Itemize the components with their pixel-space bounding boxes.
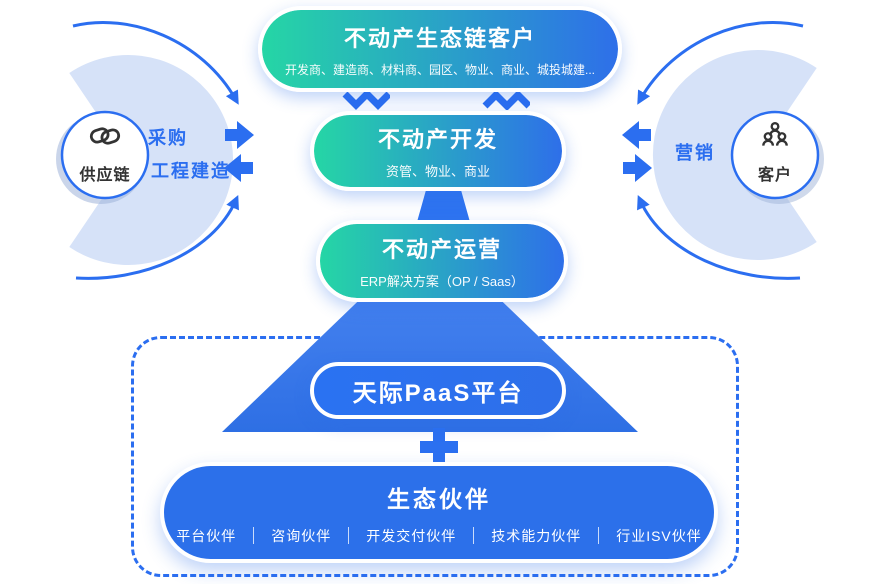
partner-item: 行业ISV伙伴	[616, 527, 702, 544]
paas-platform-title: 天际PaaS平台	[352, 380, 524, 407]
chevron-up-icon	[482, 90, 530, 110]
separator	[348, 527, 350, 544]
arrow-right-icon	[225, 121, 254, 149]
customer-circle	[730, 110, 820, 200]
curved-arrow-bottom-left	[75, 194, 239, 280]
partners-title: 生态伙伴	[387, 485, 491, 512]
arrow-right-icon	[623, 154, 652, 182]
marketing-label: 营销	[675, 143, 715, 163]
supply-chain-pac-shape	[69, 55, 234, 266]
curved-arrow-top-right	[637, 21, 804, 105]
chain-link-icon	[89, 127, 121, 145]
supply-chain-label: 供应链	[79, 167, 131, 184]
partners-box: 生态伙伴 平台伙伴 咨询伙伴 开发交付伙伴 技术能力伙伴 行业ISV伙伴	[160, 462, 718, 563]
trapezoid-connector	[417, 190, 470, 222]
arrow-left-icon	[224, 154, 253, 182]
operations-subtitle: ERP解决方案（OP / Saas）	[360, 274, 524, 289]
curved-arrow-bottom-right	[637, 194, 801, 280]
partners-row: 平台伙伴 咨询伙伴 开发交付伙伴 技术能力伙伴 行业ISV伙伴	[176, 526, 702, 546]
customer-group	[622, 21, 824, 280]
ecosystem-customers-subtitle: 开发商、建造商、材料商、园区、物业、商业、城投城建...	[284, 62, 595, 77]
separator	[473, 527, 475, 544]
construction-label: 工程建造	[151, 161, 231, 181]
supply-chain-group	[56, 21, 254, 280]
supply-chain-circle	[60, 110, 150, 200]
people-group-icon	[762, 121, 788, 146]
ecosystem-customers-pill: 不动产生态链客户 开发商、建造商、材料商、园区、物业、商业、城投城建...	[258, 6, 622, 92]
operations-title: 不动产运营	[381, 237, 502, 262]
partner-item: 技术能力伙伴	[491, 527, 582, 544]
customer-label: 客户	[757, 167, 792, 184]
development-subtitle: 资管、物业、商业	[385, 164, 490, 179]
partner-item: 平台伙伴	[176, 527, 237, 544]
partner-item: 咨询伙伴	[271, 527, 332, 544]
partner-item: 开发交付伙伴	[366, 527, 457, 544]
separator	[253, 527, 255, 544]
arrow-left-icon	[622, 121, 651, 149]
development-pill: 不动产开发 资管、物业、商业	[310, 111, 566, 191]
plus-icon	[420, 428, 458, 466]
operations-pill: 不动产运营 ERP解决方案（OP / Saas）	[316, 220, 568, 302]
curved-arrow-top-left	[72, 21, 239, 105]
ecosystem-customers-title: 不动产生态链客户	[343, 25, 536, 51]
development-title: 不动产开发	[377, 127, 498, 152]
separator	[598, 527, 600, 544]
chevron-down-icon	[342, 90, 390, 110]
paas-platform-pill: 天际PaaS平台	[310, 362, 566, 419]
procurement-label: 采购	[148, 128, 188, 148]
